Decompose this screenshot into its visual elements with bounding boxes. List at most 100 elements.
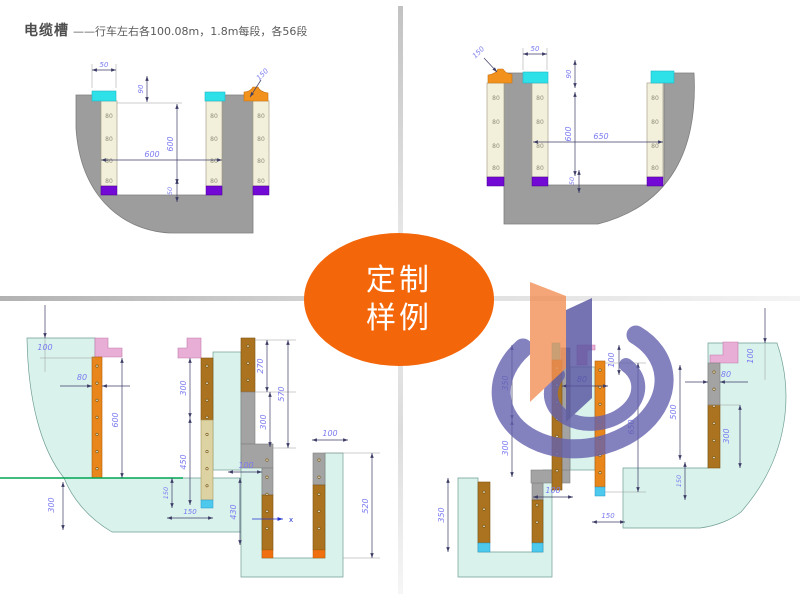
cyan-tip	[531, 542, 544, 553]
cyan-tip	[200, 499, 214, 509]
dim-label: 50	[568, 177, 576, 185]
anchor-mark: 80	[651, 119, 659, 126]
dim-label: 500	[669, 404, 678, 419]
sheet-title: 电缆槽	[24, 23, 69, 39]
logo-swirl-outer	[491, 325, 674, 459]
badge-line2: 样例	[366, 300, 432, 336]
soil-body	[622, 342, 787, 529]
bottom-left-diagram: 100 80 600 300 300 450 150 150 270 570 3…	[0, 305, 380, 578]
base-block	[531, 176, 549, 187]
anchor-mark: 80	[257, 136, 265, 143]
logo-blade-purple	[566, 298, 592, 422]
dim-label: 50	[100, 61, 109, 69]
anchor-mark: 80	[651, 165, 659, 172]
anchor-mark: 80	[651, 143, 659, 150]
dim-label: 150	[162, 487, 170, 499]
dim-label: 100	[322, 429, 337, 438]
anchor-mark: 80	[105, 136, 113, 143]
gray-step	[707, 362, 721, 406]
soil-pier	[212, 351, 242, 471]
dim-label: 150	[601, 512, 615, 520]
gray-step	[312, 452, 326, 486]
anchor-mark: 80	[536, 95, 544, 102]
anchor-mark: 80	[210, 158, 218, 165]
custom-sample-badge: 定制 样例	[304, 233, 494, 366]
base-block	[646, 176, 664, 187]
anchor-mark: 80	[257, 158, 265, 165]
anchor-mark: 80	[536, 119, 544, 126]
wall-dots	[95, 344, 321, 546]
gray-step	[240, 443, 274, 469]
dim-label: 600	[166, 136, 175, 151]
dim-label: 100	[607, 352, 616, 367]
dim-label: 100	[238, 461, 253, 470]
gray-step	[261, 467, 274, 496]
anchor-mark: 80	[105, 113, 113, 120]
anchor-mark: 80	[210, 113, 218, 120]
wall-dots	[482, 366, 716, 540]
dim-label: 450	[179, 454, 188, 469]
orange-cap	[487, 68, 513, 84]
orange-tip	[312, 549, 326, 559]
dim-label: 650	[593, 132, 608, 141]
anchor-mark: 80	[105, 158, 113, 165]
dim-label: 300	[722, 428, 731, 443]
logo-swirl-inner	[543, 358, 646, 431]
cyan-cap	[204, 91, 226, 102]
leader-line	[249, 79, 262, 98]
anchor-mark: 80	[492, 95, 500, 102]
dim-label: 600	[111, 412, 120, 427]
dim-label: 300	[179, 380, 188, 395]
anchor-mark: 80	[210, 178, 218, 185]
sheet-subtitle: ——行车左右各100.08m，1.8m每段，各56段	[73, 25, 308, 38]
dim-label: 100	[37, 343, 52, 352]
soil-u-trough	[240, 452, 344, 578]
anchor-mark: 80	[492, 119, 500, 126]
dim-label: 80	[721, 370, 731, 379]
dim-label: 100	[746, 348, 755, 363]
dim-label: 300	[501, 440, 510, 455]
dim-label: 300	[47, 497, 56, 512]
orange-tip	[261, 549, 274, 559]
dim-label: 270	[256, 358, 265, 373]
dim-label: 520	[361, 498, 370, 513]
soil-body	[26, 337, 96, 479]
logo-graphic	[491, 282, 674, 459]
dim-label: 150	[255, 67, 270, 82]
anchor-mark: 80	[651, 95, 659, 102]
dim-label: 300	[259, 414, 268, 429]
pink-block	[177, 337, 202, 359]
anchor-mark: 80	[257, 178, 265, 185]
anchor-mark: 80	[257, 113, 265, 120]
soil-slab	[63, 477, 243, 533]
gray-step	[240, 391, 256, 445]
anchor-mark: 80	[536, 143, 544, 150]
dim-label: 350	[437, 507, 446, 522]
cyan-tip	[594, 486, 606, 497]
anchor-mark: 80	[210, 136, 218, 143]
company-logo-watermark	[478, 280, 674, 476]
dim-label: 90	[565, 69, 573, 78]
dim-label: 570	[277, 386, 286, 401]
base-block	[205, 185, 223, 196]
gray-step	[531, 482, 544, 501]
dim-label: 90	[137, 84, 145, 93]
x-axis-label: x	[289, 516, 293, 524]
base-block	[100, 185, 118, 196]
khaki-wall	[200, 419, 214, 501]
cyan-cap	[650, 70, 675, 84]
orange-cap	[243, 86, 269, 102]
dim-label: 80	[77, 373, 87, 382]
cyan-tip	[477, 542, 491, 553]
base-block	[252, 185, 270, 196]
dim-label: 600	[564, 126, 573, 141]
top-right-diagram: 80 80 80 80 80 80 80 80 80 80 80 80 50 9…	[471, 45, 695, 225]
dim-label: 430	[229, 504, 238, 519]
pink-block	[94, 337, 123, 358]
dim-label: 50	[166, 187, 174, 195]
dim-label: 150	[183, 508, 197, 516]
logo-blade-orange	[530, 282, 566, 402]
dim-label: 100	[545, 486, 560, 495]
cyan-cap	[91, 90, 117, 102]
